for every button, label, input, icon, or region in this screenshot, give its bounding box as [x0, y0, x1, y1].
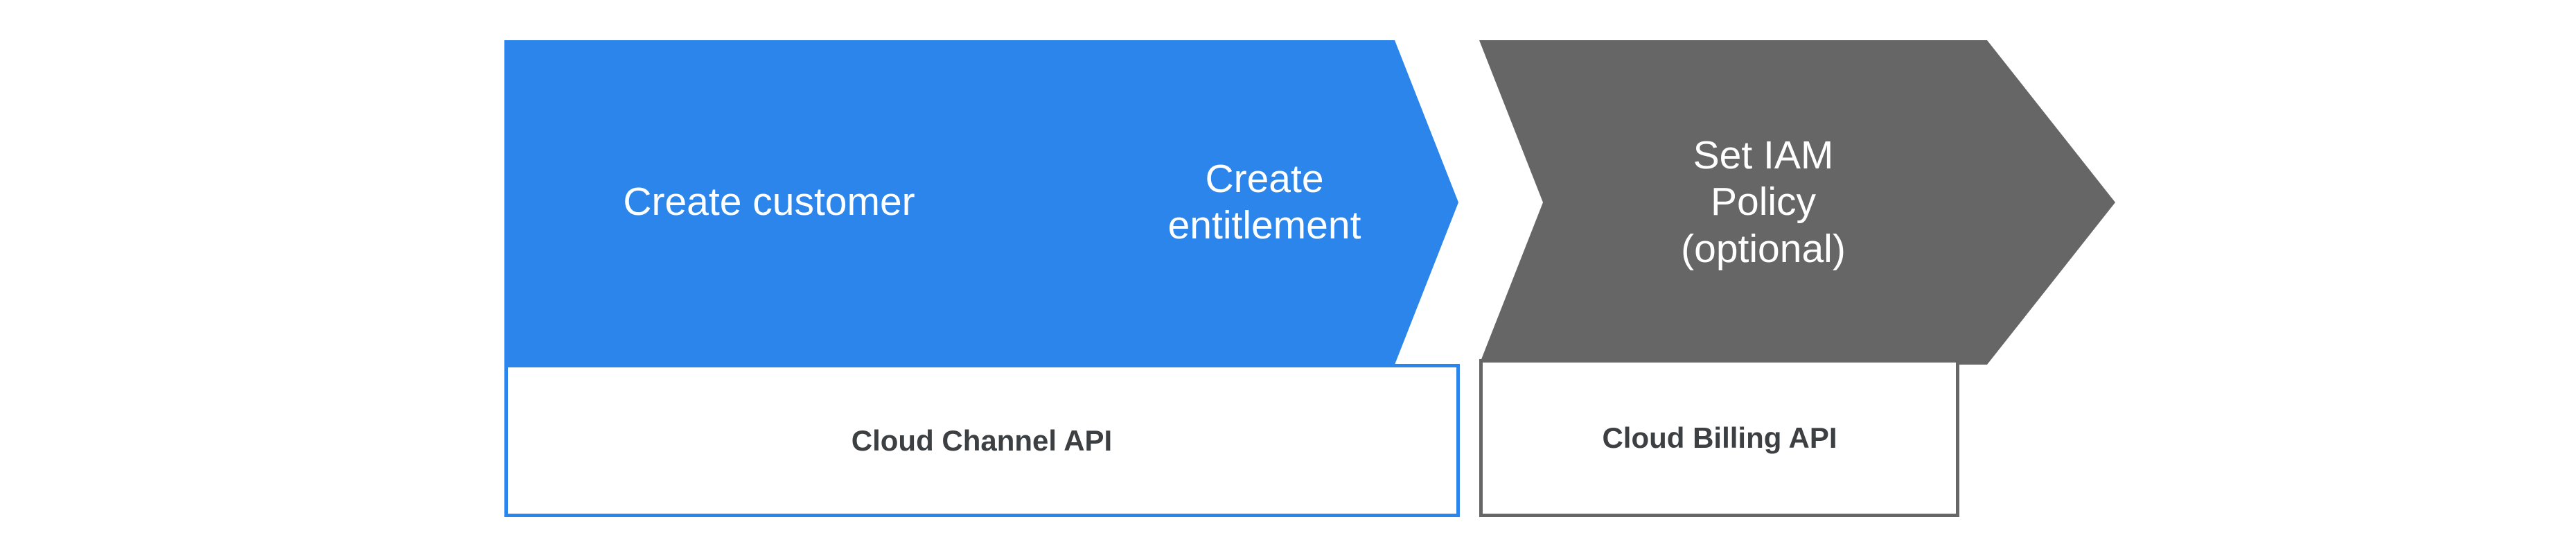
step-shape-set-iam-policy[interactable]: [1479, 40, 2115, 365]
step-shape-create-customer[interactable]: [504, 40, 1117, 365]
api-group-box-cloud-billing-api[interactable]: [1479, 359, 1959, 517]
api-group-box-cloud-channel-api[interactable]: [504, 364, 1460, 517]
step-shape-create-entitlement[interactable]: [992, 40, 1458, 365]
